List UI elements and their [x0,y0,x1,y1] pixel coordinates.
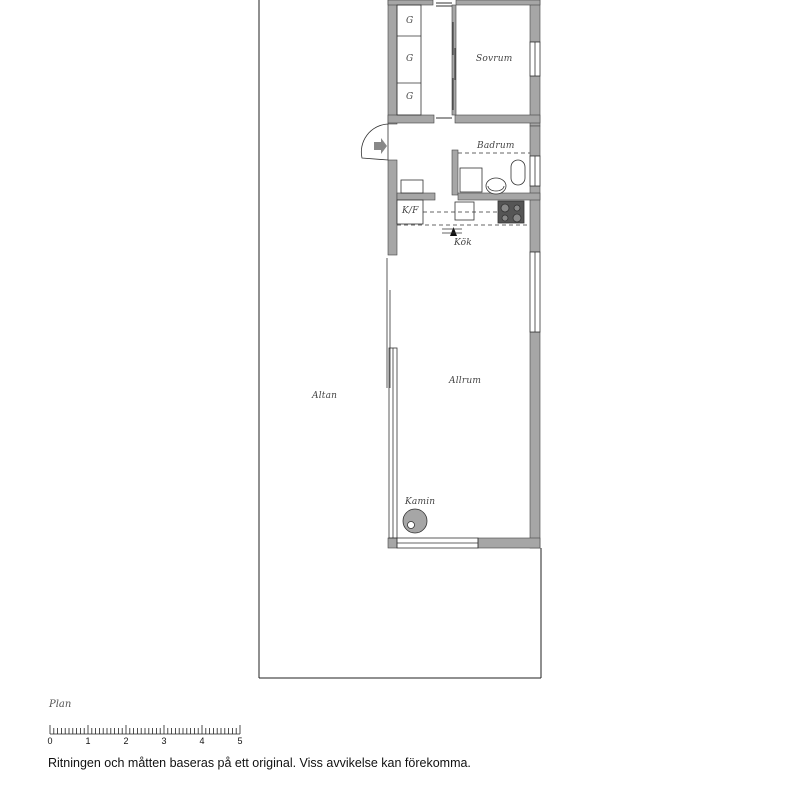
room-label-altan: Altan [312,391,338,401]
room-label-allrum: Allrum [449,376,482,386]
closet-label: G [406,16,414,26]
room-label-kf: K/F [402,206,419,216]
closet-label: G [406,54,414,64]
altan-deck-outline [258,0,542,679]
scale-tick-label: 2 [123,736,129,746]
room-label-sovrum: Sovrum [476,54,513,64]
plan-title: Plan [49,699,72,710]
kamin-fireplace [402,508,428,534]
room-label-kamin: Kamin [405,497,436,507]
closet-dividers [396,4,422,116]
scale-bar [49,725,241,735]
interior-walls [387,4,541,201]
bathroom-fixtures [458,152,530,195]
room-label-badrum: Badrum [477,141,515,151]
closet-label: G [406,92,414,102]
scale-tick-label: 1 [85,736,91,746]
room-label-kok: Kök [454,238,472,248]
scale-tick-label: 4 [199,736,205,746]
sovrum-sliding-doors [436,2,456,119]
kitchen-fixtures [396,179,530,236]
exterior-walls [387,0,541,549]
allrum-glass-doors [386,258,479,549]
scale-tick-label: 0 [47,736,53,746]
windows [529,41,541,333]
scale-tick-label: 5 [237,736,243,746]
disclaimer-text: Ritningen och måtten baseras på ett orig… [48,756,471,770]
scale-tick-label: 3 [161,736,167,746]
entrance-door [361,123,389,161]
